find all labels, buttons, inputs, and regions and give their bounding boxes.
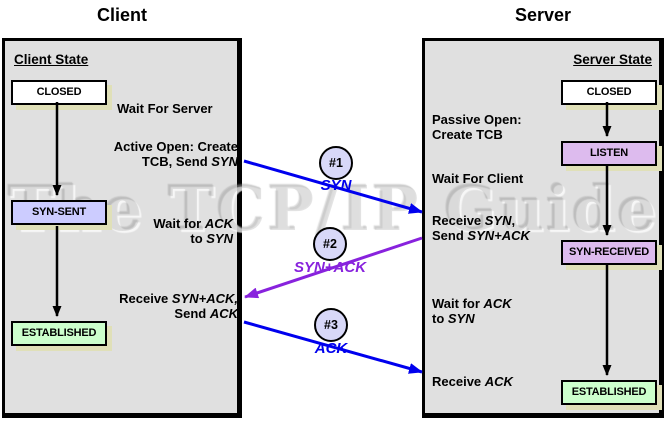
message-2-label: SYN+ACK bbox=[293, 259, 367, 276]
client-state-syn-sent: SYN-SENT bbox=[11, 200, 107, 225]
message-1-badge: #1 bbox=[319, 146, 353, 180]
message-3-badge: #3 bbox=[314, 308, 348, 342]
server-state-heading: Server State bbox=[573, 52, 652, 67]
server-state-listen: LISTEN bbox=[561, 141, 657, 166]
client-title: Client bbox=[96, 5, 147, 25]
message-1-label: SYN bbox=[320, 177, 352, 194]
message-2-badge: #2 bbox=[313, 227, 347, 261]
server-note-wait-for-client: Wait For Client bbox=[432, 171, 524, 186]
client-note-receive-synack: Receive SYN+ACK,Send ACK bbox=[119, 291, 238, 321]
client-state-closed: CLOSED bbox=[11, 80, 107, 105]
server-title: Server bbox=[514, 5, 572, 25]
server-state-established: ESTABLISHED bbox=[561, 380, 657, 405]
message-3-label: ACK bbox=[314, 340, 348, 357]
client-state-established: ESTABLISHED bbox=[11, 321, 107, 346]
client-note-wait-for-server: Wait For Server bbox=[117, 101, 213, 116]
client-state-heading: Client State bbox=[14, 52, 89, 67]
server-note-receive-ack: Receive ACK bbox=[432, 374, 513, 389]
server-note-passive-open: Passive Open:Create TCB bbox=[432, 112, 522, 142]
server-state-closed: CLOSED bbox=[561, 80, 657, 105]
server-state-syn-received: SYN-RECEIVED bbox=[561, 240, 657, 265]
server-note-receive-syn: Receive SYN,Send SYN+ACK bbox=[432, 213, 530, 243]
